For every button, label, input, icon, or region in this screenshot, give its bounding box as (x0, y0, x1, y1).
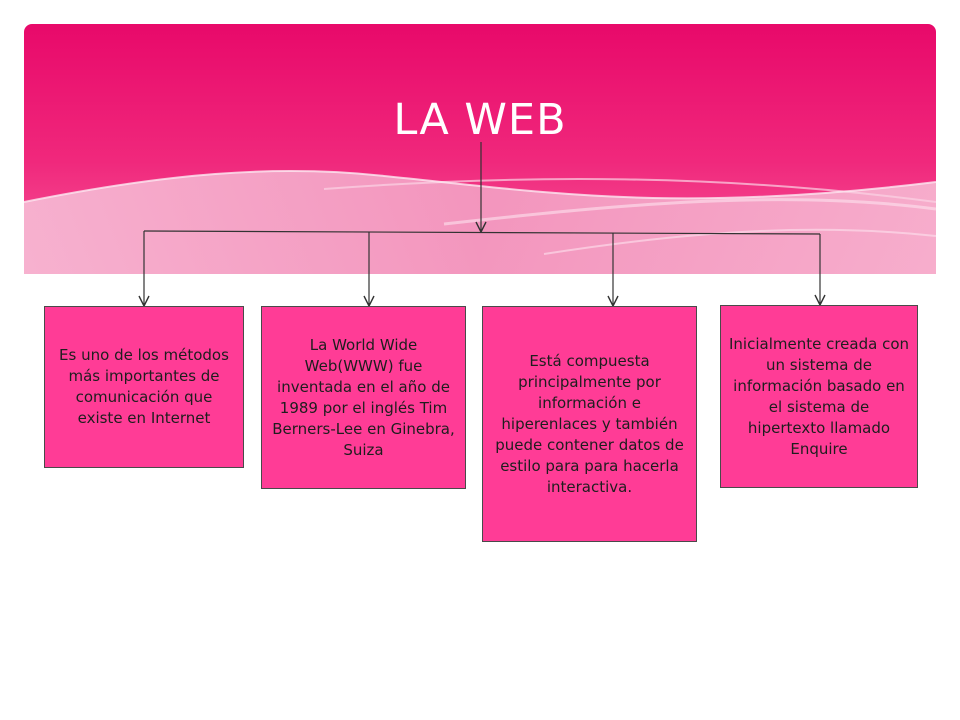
info-box-text: Es uno de los métodos más importantes de… (59, 346, 229, 427)
diagram-title: LA WEB (393, 95, 567, 145)
info-box-text: Inicialmente creada con un sistema de in… (729, 334, 910, 458)
info-box-composition: Está compuesta principalmente por inform… (482, 306, 697, 542)
info-box-text: Está compuesta principalmente por inform… (495, 351, 684, 496)
info-box-communication: Es uno de los métodos más importantes de… (44, 306, 244, 468)
connector-horizontal-bar (143, 230, 821, 235)
info-box-text: La World Wide Web(WWW) fue inventada en … (272, 335, 455, 459)
info-box-origin: Inicialmente creada con un sistema de in… (720, 305, 918, 488)
info-box-invention: La World Wide Web(WWW) fue inventada en … (261, 306, 466, 489)
